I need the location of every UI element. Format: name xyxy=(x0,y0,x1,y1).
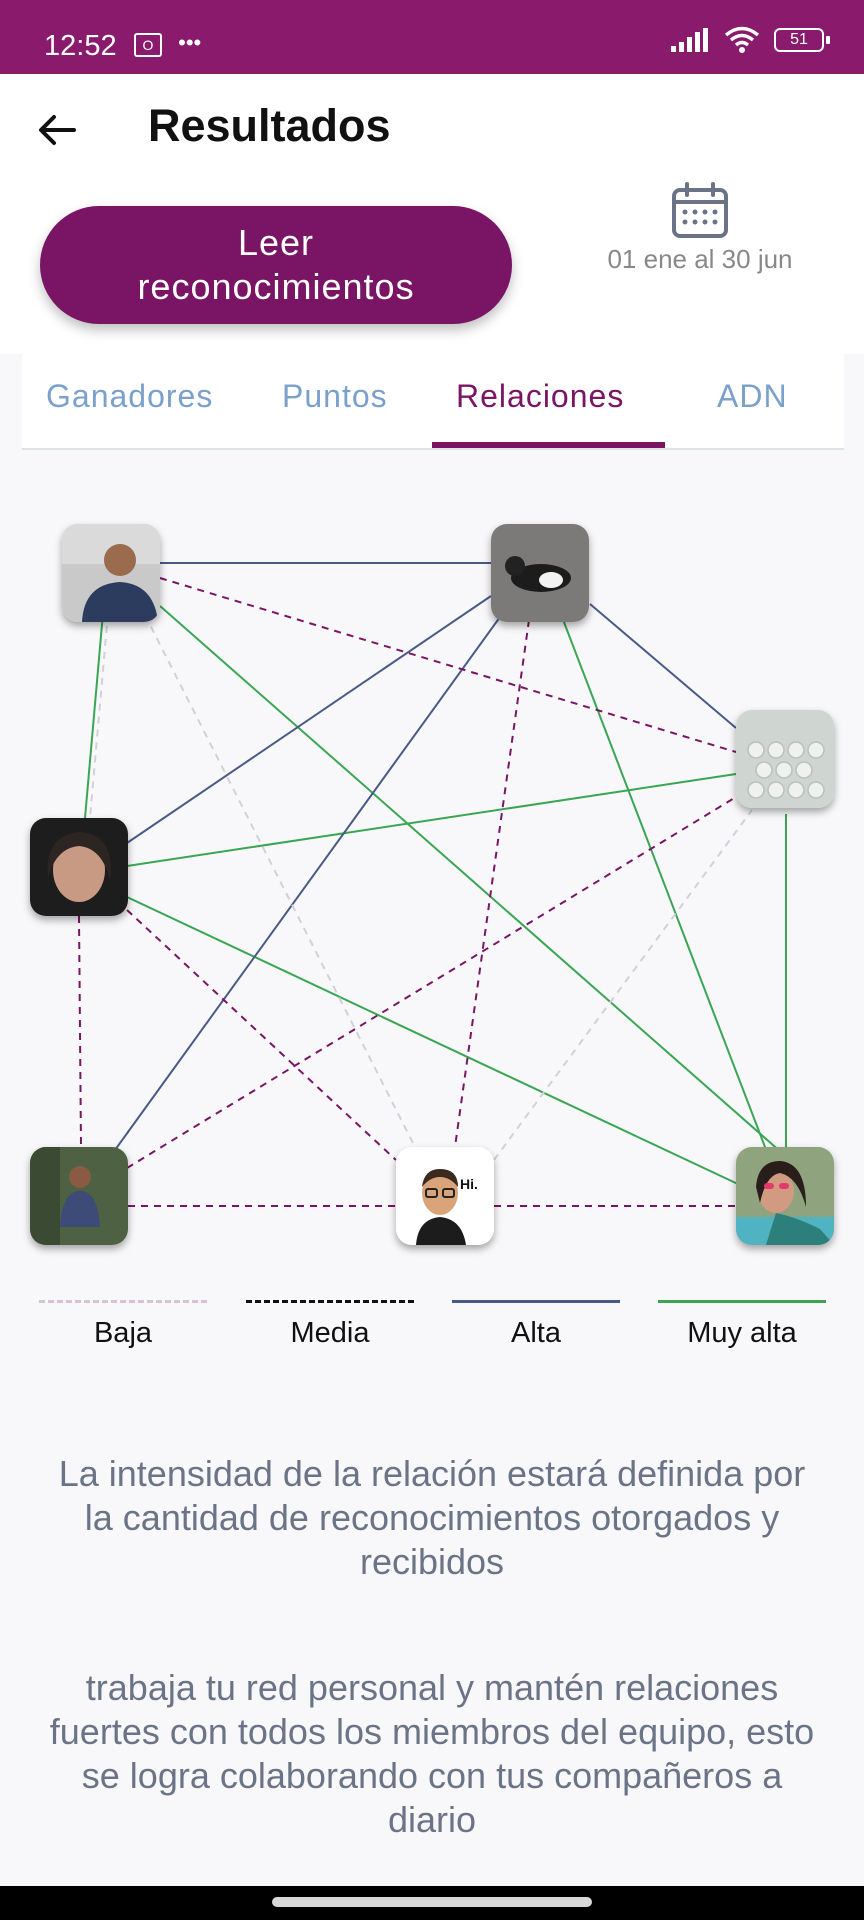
page-title: Resultados xyxy=(148,100,391,151)
avatar[interactable] xyxy=(30,818,128,916)
status-time: 12:52 xyxy=(44,30,117,62)
edge-baja xyxy=(89,612,109,819)
svg-text:Hi.: Hi. xyxy=(460,1176,478,1192)
legend-item-media: Media xyxy=(245,1300,415,1350)
edge-baja xyxy=(144,614,416,1148)
avatar[interactable] xyxy=(491,524,589,622)
edge-muy-alta xyxy=(126,773,737,867)
date-range[interactable]: 01 ene al 30 jun xyxy=(607,244,793,274)
edge-media xyxy=(126,796,737,1169)
avatar[interactable] xyxy=(30,1147,128,1245)
calendar-icon[interactable] xyxy=(670,182,730,240)
edge-media xyxy=(78,915,82,1148)
notification-icons: O ••• xyxy=(134,30,201,57)
legend-item-baja: Baja xyxy=(38,1300,208,1350)
home-indicator[interactable] xyxy=(272,1897,592,1907)
edge-media xyxy=(126,909,397,1161)
legend-label: Baja xyxy=(93,1317,153,1349)
legend-label: Muy alta xyxy=(687,1317,797,1349)
status-bar: 12:52 O ••• 51 xyxy=(0,0,864,74)
tab-puntos[interactable]: Puntos xyxy=(282,378,388,414)
legend-line xyxy=(39,1300,207,1303)
read-recognitions-button[interactable]: Leer reconocimientos xyxy=(40,206,512,324)
edge-muy-alta xyxy=(126,896,741,1186)
active-tab-indicator xyxy=(432,442,665,448)
edge-muy-alta xyxy=(561,616,771,1161)
edge-alta xyxy=(114,616,501,1151)
avatar[interactable] xyxy=(736,710,834,808)
legend-item-alta: Alta xyxy=(451,1300,621,1350)
tab-bar: Ganadores Puntos Relaciones ADN xyxy=(22,350,844,450)
tab-ganadores[interactable]: Ganadores xyxy=(46,378,214,414)
legend-line xyxy=(658,1300,826,1303)
read-button-line1: Leer xyxy=(237,222,315,263)
legend-line xyxy=(246,1300,414,1303)
edge-alta xyxy=(589,603,737,729)
relationship-graph xyxy=(78,562,791,1207)
tab-adn[interactable]: ADN xyxy=(717,378,788,414)
signal-icon xyxy=(671,28,708,52)
info-paragraph-advice: trabaja tu red personal y mantén relacio… xyxy=(49,1667,815,1840)
edge-baja xyxy=(493,809,753,1161)
more-dots-icon: ••• xyxy=(178,30,202,55)
battery-icon: 51 xyxy=(774,28,830,52)
read-button-line2: reconocimientos xyxy=(137,266,415,307)
avatar[interactable] xyxy=(736,1147,834,1245)
legend-line xyxy=(452,1300,620,1303)
avatar[interactable] xyxy=(62,524,160,622)
edge-muy-alta xyxy=(159,605,791,1161)
edge-media xyxy=(454,619,530,1148)
legend-label: Alta xyxy=(511,1317,561,1349)
battery-level: 51 xyxy=(790,31,808,48)
edge-muy-alta xyxy=(84,612,104,819)
back-arrow-icon[interactable] xyxy=(34,108,78,152)
info-paragraph-intensity: La intensidad de la relación estará defi… xyxy=(58,1453,806,1582)
edge-media xyxy=(159,577,737,753)
legend: Baja Media Alta Muy alta xyxy=(0,1300,864,1360)
legend-item-muy-alta: Muy alta xyxy=(657,1300,827,1350)
status-indicators: 51 xyxy=(670,26,830,54)
edge-alta xyxy=(126,595,492,844)
legend-label: Media xyxy=(290,1317,370,1349)
office-icon: O xyxy=(134,33,162,57)
avatar[interactable]: Hi. xyxy=(396,1147,494,1245)
wifi-icon xyxy=(724,26,760,53)
tab-relaciones[interactable]: Relaciones xyxy=(456,378,625,414)
